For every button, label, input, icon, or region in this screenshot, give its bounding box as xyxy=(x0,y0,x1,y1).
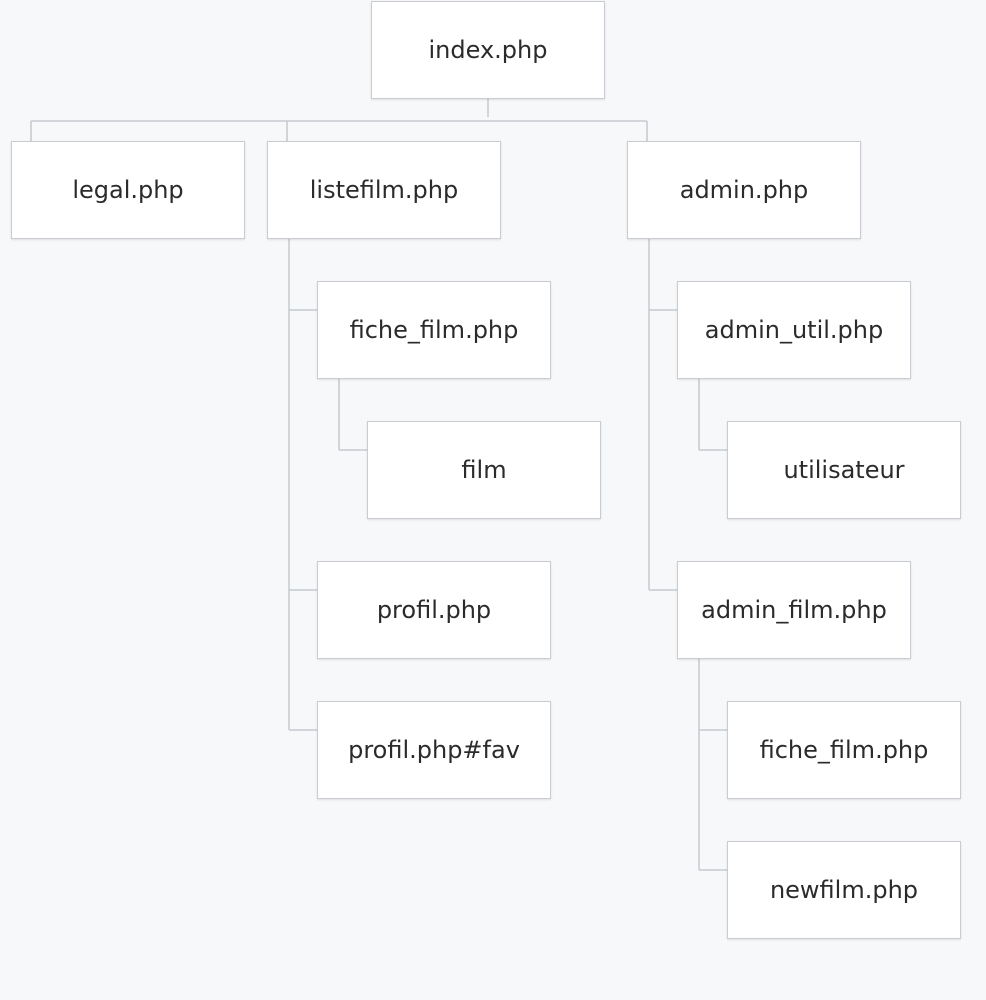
node-admin-fiche-film: fiche_film.php xyxy=(727,701,961,799)
node-newfilm: newfilm.php xyxy=(727,841,961,939)
node-admin-film: admin_film.php xyxy=(677,561,911,659)
node-utilisateur: utilisateur xyxy=(727,421,961,519)
node-listefilm: listefilm.php xyxy=(267,141,501,239)
node-profil: profil.php xyxy=(317,561,551,659)
node-admin: admin.php xyxy=(627,141,861,239)
node-legal: legal.php xyxy=(11,141,245,239)
node-index: index.php xyxy=(371,1,605,99)
node-film: film xyxy=(367,421,601,519)
node-profil-fav: profil.php#fav xyxy=(317,701,551,799)
node-admin-util: admin_util.php xyxy=(677,281,911,379)
node-fiche-film: fiche_film.php xyxy=(317,281,551,379)
